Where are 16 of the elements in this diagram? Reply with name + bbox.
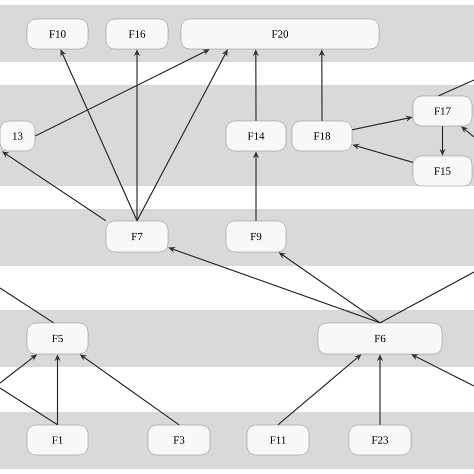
process-box: F7 <box>106 220 168 252</box>
process-box: F1 <box>26 424 88 456</box>
process-box: F20 <box>180 18 380 50</box>
process-box: F10 <box>26 18 88 50</box>
process-box: F5 <box>26 322 88 354</box>
process-box: F17 <box>412 96 472 126</box>
process-box: F16 <box>106 18 168 50</box>
process-box: F18 <box>292 120 352 152</box>
process-box: F23 <box>348 424 412 456</box>
process-box: F6 <box>318 322 442 354</box>
process-box: F11 <box>246 424 310 456</box>
process-box: 13 <box>0 120 36 152</box>
process-box: F14 <box>226 120 286 152</box>
process-box: F9 <box>226 220 286 252</box>
process-box: F3 <box>148 424 210 456</box>
process-box: F15 <box>412 156 472 186</box>
